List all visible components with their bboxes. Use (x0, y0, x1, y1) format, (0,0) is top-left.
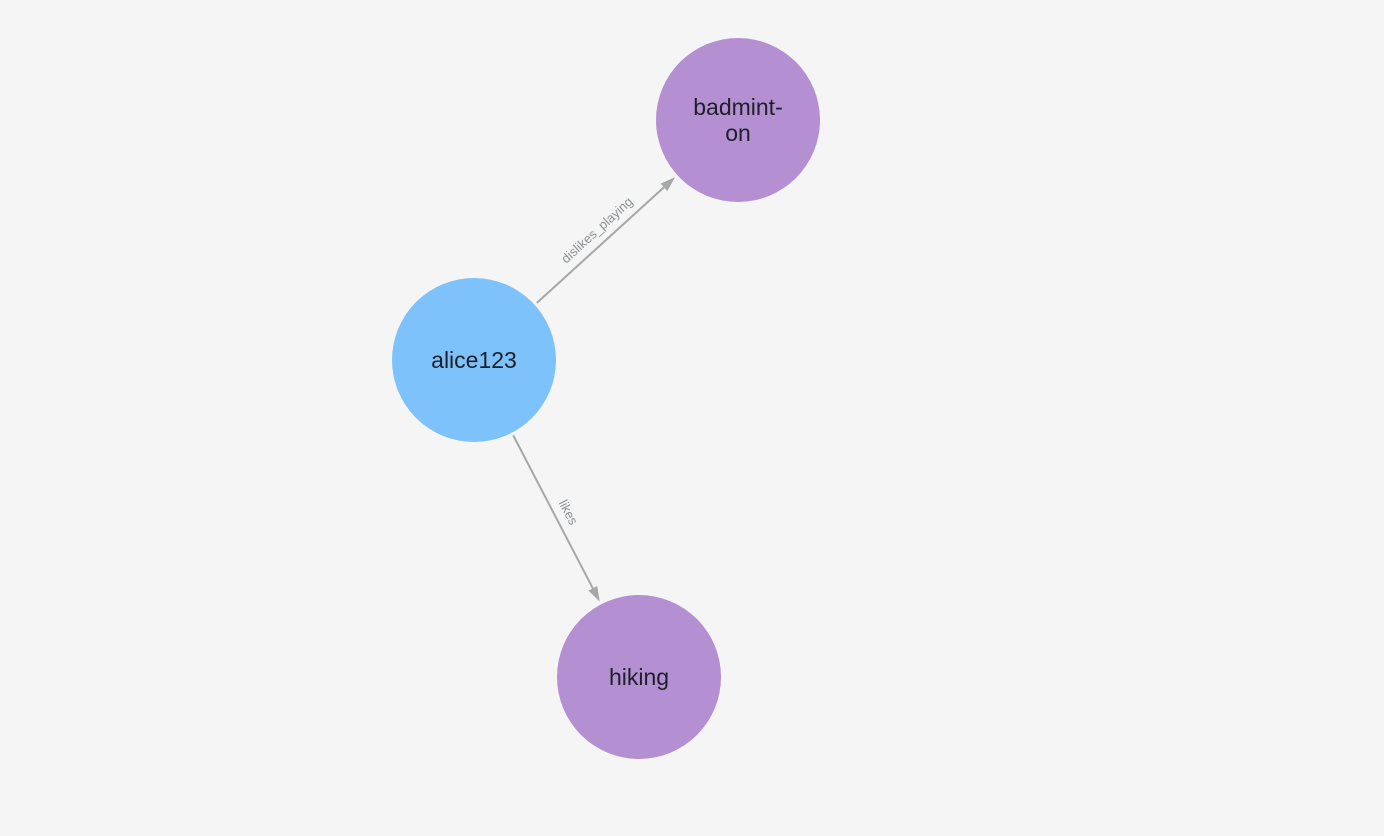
node-circle[interactable] (557, 595, 721, 759)
graph-node-alice123[interactable]: alice123 (392, 278, 556, 442)
graph-node-badminton[interactable]: badmint-on (656, 38, 820, 202)
node-circle[interactable] (656, 38, 820, 202)
node-layer: alice123 badmint-on hiking (392, 38, 820, 759)
graph-node-hiking[interactable]: hiking (557, 595, 721, 759)
node-label: hiking (609, 664, 669, 690)
edge-line[interactable] (536, 185, 667, 304)
edge-line[interactable] (512, 434, 595, 591)
edge-arrowhead-icon (588, 585, 600, 602)
node-label: badmint-on (693, 94, 782, 146)
node-label: alice123 (431, 347, 517, 373)
node-circle[interactable] (392, 278, 556, 442)
edge-arrowhead-icon (660, 177, 676, 191)
